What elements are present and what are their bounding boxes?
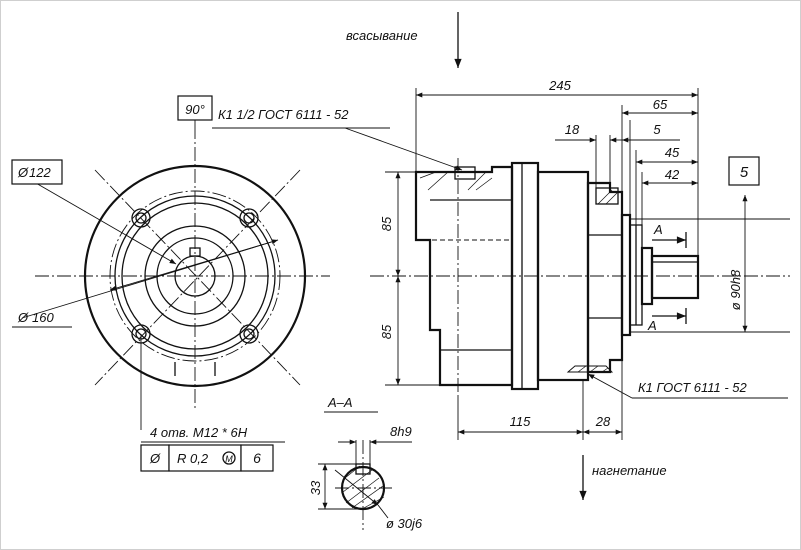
dim-85-top: 85	[379, 216, 394, 231]
dimensions: 245 65 18 5 45 42 85 85 115 28 ø 90h8	[379, 78, 790, 440]
svg-text:M: M	[225, 454, 233, 464]
datum-5-box	[728, 156, 760, 186]
dim-28: 28	[595, 414, 611, 429]
tol-symbol: Ø	[149, 451, 161, 466]
dim-65: 65	[653, 97, 668, 112]
dim-45: 45	[665, 145, 680, 160]
flange-outer	[83, 164, 307, 388]
dim-18: 18	[565, 122, 580, 137]
suction-label: всасывание	[346, 28, 418, 43]
port-bottom-label: К1 ГОСТ 6111 - 52	[638, 380, 748, 395]
port-top-label: К1 1/2 ГОСТ 6111 - 52	[218, 107, 349, 122]
tol-datum: 6	[253, 450, 261, 466]
dim-115: 115	[510, 414, 531, 429]
dia-160-label: 160	[32, 310, 54, 325]
angle-box	[177, 95, 213, 121]
dim-33: 33	[308, 480, 323, 495]
tolerance-frame: Ø R 0,2 M 6	[140, 444, 274, 472]
front-view	[21, 108, 330, 430]
dim-90h8: ø 90h8	[728, 269, 743, 310]
section-aa: 8h9 33 ø 30j6	[308, 424, 423, 531]
dim-42: 42	[665, 167, 680, 182]
dia-160-symbol: Ø	[17, 310, 29, 325]
section-mark-bottom: А	[647, 318, 657, 333]
dim-245: 245	[548, 78, 571, 93]
side-view	[370, 158, 790, 395]
dia-122-box	[11, 159, 63, 185]
dim-5: 5	[653, 122, 661, 137]
dia-122-symbol: Ø	[17, 165, 29, 180]
dim-85-bottom: 85	[379, 324, 394, 339]
holes-note: 4 отв. М12 * 6H	[150, 425, 248, 440]
dim-30j6: ø 30j6	[386, 516, 423, 531]
angle-label: 90°	[185, 102, 205, 117]
tol-value: R 0,2	[177, 451, 209, 466]
dia-122-label: 122	[29, 165, 51, 180]
discharge-label: нагнетание	[592, 463, 667, 478]
section-mark-top: А	[653, 222, 663, 237]
dim-8h9: 8h9	[390, 424, 412, 439]
section-title: А–А	[327, 395, 353, 410]
datum-5-label: 5	[740, 164, 749, 181]
